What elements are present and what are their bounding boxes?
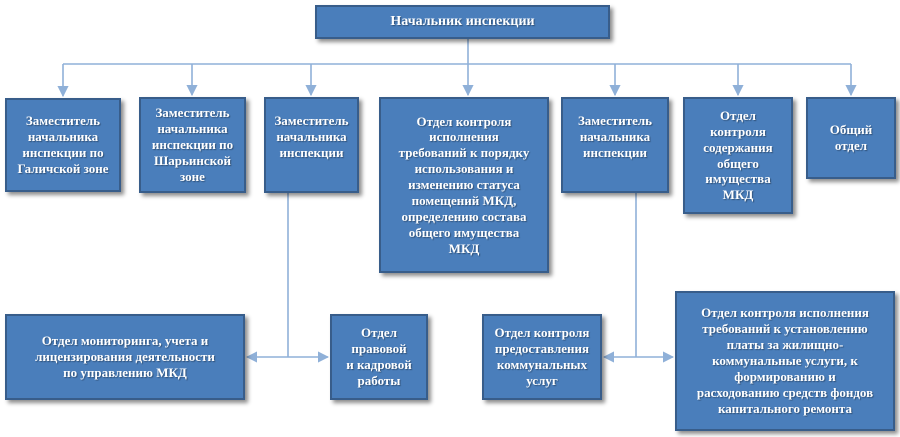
node-legal-hr-label: Отдел правовой и кадровой работы [346,325,412,388]
node-deputy-1-label: Заместитель начальника инспекции [274,113,349,160]
node-legal-hr: Отдел правовой и кадровой работы [330,314,428,400]
node-head: Начальник инспекции [315,5,610,39]
node-deputy-galich-label: Заместитель начальника инспекции по Гали… [17,113,109,176]
node-fees-capital-repair: Отдел контроля исполнения требований к у… [675,291,895,431]
node-deputy-2-label: Заместитель начальника инспекции [577,113,653,160]
node-monitoring-licensing: Отдел мониторинга, учета и лицензировани… [5,314,245,400]
node-deputy-sharya: Заместитель начальника инспекции по Шарь… [139,97,246,193]
node-deputy-1: Заместитель начальника инспекции [264,97,359,193]
node-utilities-control: Отдел контроля предоставления коммунальн… [482,314,602,400]
node-control-common-property-label: Отдел контроля содержания общего имущест… [703,107,773,203]
node-deputy-galich: Заместитель начальника инспекции по Гали… [5,98,121,192]
node-fees-capital-repair-label: Отдел контроля исполнения требований к у… [696,305,874,416]
node-control-mkd-usage-label: Отдел контроля исполнения требований к п… [398,113,530,256]
node-deputy-2: Заместитель начальника инспекции [561,97,669,193]
node-control-common-property: Отдел контроля содержания общего имущест… [683,97,793,214]
node-general-department-label: Общий отдел [829,122,873,153]
node-general-department: Общий отдел [806,97,896,179]
node-utilities-control-label: Отдел контроля предоставления коммунальн… [494,325,590,388]
node-monitoring-licensing-label: Отдел мониторинга, учета и лицензировани… [35,333,215,380]
node-control-mkd-usage: Отдел контроля исполнения требований к п… [379,97,549,273]
node-deputy-sharya-label: Заместитель начальника инспекции по Шарь… [151,105,234,184]
node-head-label: Начальник инспекции [390,14,535,30]
